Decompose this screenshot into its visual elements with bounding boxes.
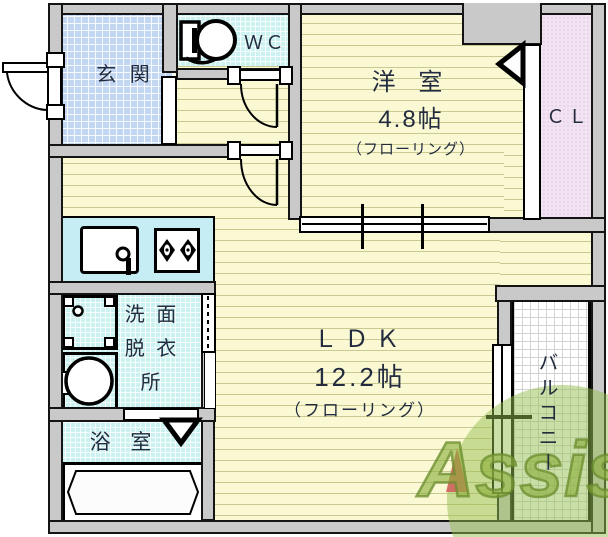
floor-washroom xyxy=(60,293,203,409)
washbasin-corner xyxy=(104,337,115,348)
watermark-logo: Assist xyxy=(417,424,608,515)
ldk-name: ＬＤＫ xyxy=(313,326,407,353)
washbasin-corner xyxy=(104,296,115,307)
washbasin-corner xyxy=(63,296,74,307)
ldk-floor-type: （フローリング） xyxy=(284,400,436,420)
label-bathroom: 浴 室 xyxy=(89,431,159,454)
washroom-line2: 脱 衣 xyxy=(124,338,180,360)
washroom-line1: 洗 面 xyxy=(124,304,180,326)
bathtub-icon xyxy=(62,462,204,523)
entrance-door-arc xyxy=(6,72,47,111)
western-room-floor-type: （フローリング） xyxy=(346,141,475,158)
washroom-line3: 所 xyxy=(140,372,164,394)
washbasin-corner xyxy=(63,337,74,348)
western-room-size: 4.8帖 xyxy=(378,106,444,133)
label-washroom: 洗 面 脱 衣 所 xyxy=(110,298,194,400)
label-entrance: 玄 関 xyxy=(96,64,154,86)
kitchen-sink-icon xyxy=(80,226,139,274)
wall-entrance-bottom xyxy=(48,144,234,158)
label-closet: ＣＬ xyxy=(545,107,590,128)
sliding-door-tick xyxy=(421,204,424,249)
label-western-room: 洋 室 4.8帖 （フローリング） xyxy=(300,68,522,160)
wall-kitchen-bottom xyxy=(48,281,216,295)
floor-closet xyxy=(538,12,594,220)
label-ldk: ＬＤＫ 12.2帖 （フローリング） xyxy=(248,325,472,421)
ldk-door-hinge xyxy=(279,141,293,160)
floor-ldk-right-strip xyxy=(500,230,592,287)
sliding-door-midline xyxy=(302,223,487,225)
ldk-door-leaf xyxy=(239,144,281,156)
stove-burners-icon xyxy=(154,228,200,273)
wc-door-hinge xyxy=(279,66,293,85)
western-room-name: 洋 室 xyxy=(371,69,451,96)
entrance-door-jamb xyxy=(46,104,65,120)
wall-top-notch xyxy=(462,3,542,45)
wall-closet-bottom xyxy=(486,217,606,233)
entrance-door-jamb xyxy=(46,52,65,68)
label-wc: ＷＣ xyxy=(243,33,286,54)
label-balcony: バルコニー xyxy=(535,352,557,477)
wall-balcony-top xyxy=(495,285,606,302)
washbasin-icon xyxy=(62,295,118,350)
entrance-hall-door-leaf xyxy=(161,76,177,145)
bathroom-door-leaf xyxy=(123,408,199,421)
entrance-door-leaf xyxy=(2,62,49,73)
wall-entrance-right xyxy=(162,3,178,73)
wall-hall-western xyxy=(288,3,302,220)
floor-entrance xyxy=(60,10,172,150)
washroom-sliding-door-track xyxy=(207,296,209,350)
sliding-door-tick xyxy=(361,204,364,249)
closet-door-leaf xyxy=(523,44,541,220)
washroom-sliding-door-pocket xyxy=(204,352,216,409)
wc-door-leaf xyxy=(239,69,281,81)
wall-balcony-left-upper xyxy=(497,300,512,348)
ldk-size: 12.2帖 xyxy=(314,362,406,392)
